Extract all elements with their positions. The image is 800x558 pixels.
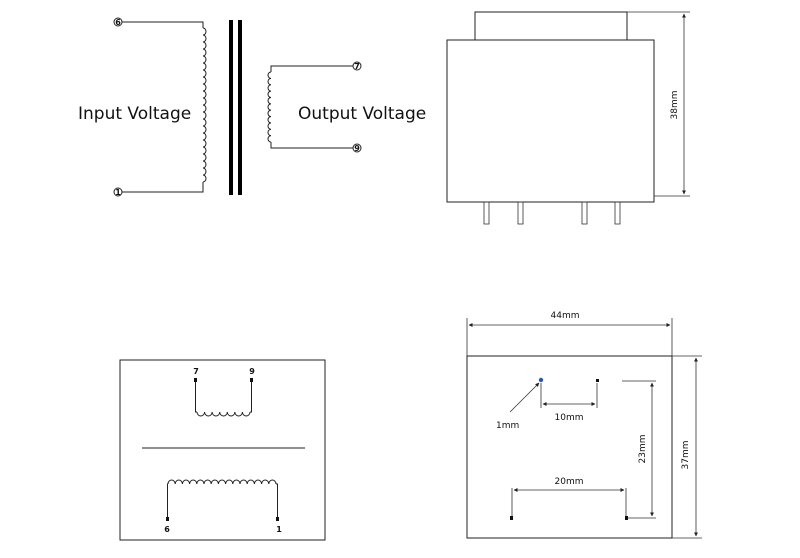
secondary-lead-top xyxy=(270,65,353,72)
secondary-winding xyxy=(267,71,272,143)
pin-diagram-frame xyxy=(119,359,326,541)
pin-label-1: 1 xyxy=(276,525,282,534)
side-view-pin xyxy=(614,201,621,225)
terminal-out-bottom-label: 9 xyxy=(354,144,360,153)
terminal-out-top xyxy=(352,61,362,71)
side-view-pin xyxy=(581,201,588,225)
pin-label-9: 9 xyxy=(249,367,255,376)
small-spacing-label: 10mm xyxy=(555,413,584,423)
pin-diagram: 7 9 6 1 xyxy=(119,359,326,541)
output-voltage-label: Output Voltage xyxy=(298,104,426,124)
pin-hole xyxy=(625,516,628,520)
width-dimension-label: 44mm xyxy=(551,311,580,321)
pin-diameter-leader xyxy=(509,382,540,413)
terminal-in-bottom-label: 1 xyxy=(115,188,121,197)
primary-winding xyxy=(202,27,207,183)
secondary-lead-bottom xyxy=(270,142,353,149)
footprint-view: 44mm 37mm 1mm 10mm 23mm 20mm xyxy=(466,311,702,539)
core-bar-left xyxy=(229,20,233,195)
pin-label-7: 7 xyxy=(193,367,199,376)
core-bar-right xyxy=(238,20,242,195)
terminal-in-top-label: 6 xyxy=(115,18,121,27)
height-dimension-label: 38mm xyxy=(670,91,680,120)
pin-dot-9 xyxy=(250,378,253,382)
pin-dot-6 xyxy=(166,517,169,521)
terminal-out-bottom xyxy=(352,143,362,153)
footprint-frame xyxy=(466,355,673,539)
pin-hole-marker xyxy=(538,377,544,383)
pin-hole xyxy=(596,379,599,382)
vertical-spacing-label: 23mm xyxy=(638,435,648,464)
side-view: 38mm xyxy=(446,11,690,225)
schematic-diagram: 6 1 7 9 Input Voltage Output Voltage xyxy=(78,17,426,197)
pin-dot-1 xyxy=(276,517,279,521)
terminal-out-top-label: 7 xyxy=(354,62,360,71)
input-voltage-label: Input Voltage xyxy=(78,104,191,124)
large-spacing-label: 20mm xyxy=(555,477,584,487)
pin-lead-1 xyxy=(276,483,278,517)
pin-lead-7 xyxy=(195,382,197,413)
pin-diagram-primary-winding xyxy=(167,479,277,485)
side-view-pin xyxy=(483,201,490,225)
side-view-pin xyxy=(517,201,524,225)
primary-lead-top xyxy=(122,21,204,28)
footprint-height-dimension-label: 37mm xyxy=(681,441,691,470)
pin-diagram-secondary-winding xyxy=(196,411,251,417)
pin-lead-6 xyxy=(167,483,168,517)
side-view-body xyxy=(446,39,655,203)
pin-diameter-label: 1mm xyxy=(496,421,519,431)
primary-lead-bottom xyxy=(122,182,204,193)
side-view-top-cap xyxy=(474,11,628,41)
pin-lead-9 xyxy=(250,382,252,413)
pin-hole xyxy=(510,516,513,520)
pin-label-6: 6 xyxy=(164,525,170,534)
pin-dot-7 xyxy=(194,378,197,382)
